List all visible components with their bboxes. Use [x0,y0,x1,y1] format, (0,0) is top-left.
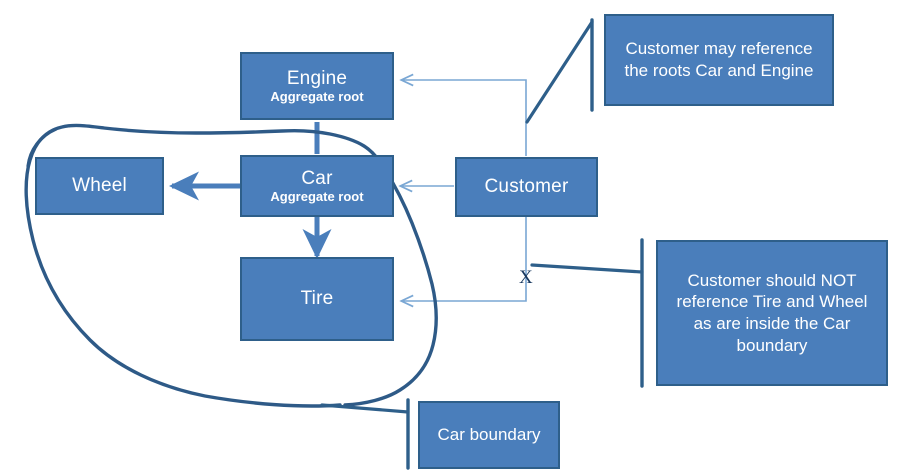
forbidden-x-mark: X [519,267,533,288]
leader-note-boundary [320,398,410,470]
node-tire-title: Tire [300,288,334,310]
node-engine[interactable]: Engine Aggregate root [240,52,394,120]
edge-customer-to-engine [402,80,527,156]
node-engine-title: Engine [286,67,348,89]
node-customer-title: Customer [484,176,569,198]
car-boundary-freehand [24,123,438,408]
node-tire[interactable]: Tire [240,257,394,341]
node-wheel-title: Wheel [72,175,127,197]
node-car[interactable]: Car Aggregate root [240,155,394,217]
note-customer-may-reference[interactable]: Customer may reference the roots Car and… [604,14,834,106]
leader-note-roots [525,18,594,124]
node-customer[interactable]: Customer [455,157,598,217]
edge-customer-to-tire [402,217,527,301]
note-customer-should-not-reference[interactable]: Customer should NOT reference Tire and W… [656,240,888,386]
node-car-title: Car [301,167,333,189]
note-car-boundary[interactable]: Car boundary [418,401,560,469]
leader-note-not-ref [530,238,644,388]
node-wheel[interactable]: Wheel [35,157,164,215]
node-engine-subtitle: Aggregate root [270,88,364,104]
node-car-subtitle: Aggregate root [270,188,364,204]
